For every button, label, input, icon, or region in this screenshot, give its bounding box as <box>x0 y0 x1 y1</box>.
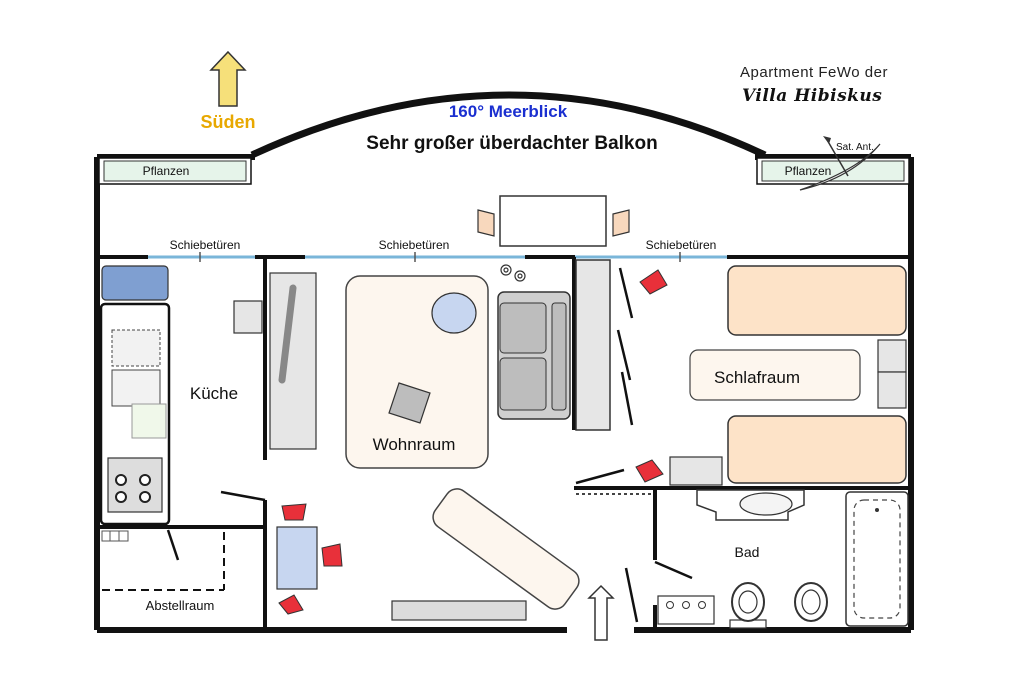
interior-walls <box>97 257 911 630</box>
dining-chair-bottom <box>278 594 304 615</box>
planter-right-label: Pflanzen <box>785 164 832 178</box>
bedroom-label-box <box>689 349 861 401</box>
sofa <box>497 291 571 420</box>
room-label-storage: Abstellraum <box>146 598 215 613</box>
bedroom-chair-bottom <box>635 459 664 483</box>
entrance-arrow-icon <box>587 584 615 641</box>
storage-shelf <box>101 530 129 542</box>
wardrobe <box>575 259 611 431</box>
bidet-icon <box>794 582 828 622</box>
kitchen-appliance-3 <box>131 403 167 439</box>
dining-chair-top <box>281 503 307 521</box>
toilet-icon <box>729 582 767 629</box>
satellite-label: Sat. Ant. <box>836 142 874 153</box>
room-label-kitchen: Küche <box>190 384 238 403</box>
planter-left-label: Pflanzen <box>143 164 190 178</box>
balcony-table <box>499 195 607 247</box>
door-swings <box>220 267 693 623</box>
armchair <box>388 382 431 424</box>
round-table <box>431 292 477 334</box>
storage-door-swing <box>166 529 180 561</box>
bed-top <box>727 265 907 336</box>
daybed <box>432 488 580 610</box>
bed-bottom <box>727 415 907 484</box>
balcony-chair-right <box>612 209 630 237</box>
desk <box>669 456 723 486</box>
balcony-title: Sehr großer überdachter Balkon <box>366 133 657 154</box>
kitchen-sink-top <box>101 265 169 301</box>
kitchen-stove <box>107 457 163 513</box>
dining-chair-right <box>321 543 343 567</box>
kitchen-appliance-2 <box>111 369 161 407</box>
outer-walls <box>94 154 914 633</box>
speaker-icon <box>500 264 526 282</box>
balcony-chair-left <box>477 209 495 237</box>
sliding-door-label-right: Schiebetüren <box>646 238 717 252</box>
sliding-door-label-middle: Schiebetüren <box>379 238 450 252</box>
brand-logo-text: Villa Hibiskus <box>742 86 883 106</box>
satellite-dish-icon <box>799 136 881 191</box>
room-label-bedroom: Schlafraum <box>714 368 800 387</box>
balcony-arc <box>250 91 767 159</box>
balcony-view-label: 160° Meerblick <box>449 102 568 121</box>
sliding-door-label-left: Schiebetüren <box>170 238 241 252</box>
stove-burner-icon <box>115 474 151 503</box>
washing-machine-icon <box>657 595 715 625</box>
dining-table <box>276 526 318 590</box>
kitchen-appliance-1 <box>111 329 161 367</box>
storage-dashed <box>102 532 225 591</box>
compass-arrow-icon <box>209 50 247 107</box>
kitchen-cabinet <box>233 300 263 334</box>
entrance-bench <box>391 600 527 621</box>
brand-line-1: Apartment FeWo der <box>740 64 888 81</box>
bathtub <box>845 491 909 627</box>
room-label-bath: Bad <box>735 544 760 560</box>
bedroom-chair-top <box>639 269 668 295</box>
compass-label: Süden <box>200 112 255 132</box>
nightstand <box>877 339 907 409</box>
planter-left <box>98 157 252 185</box>
sliding-door-ticks <box>199 252 681 262</box>
washbasin <box>696 489 805 521</box>
tv-icon <box>278 284 297 384</box>
planter-right <box>756 157 910 185</box>
room-label-living: Wohnraum <box>373 435 456 454</box>
